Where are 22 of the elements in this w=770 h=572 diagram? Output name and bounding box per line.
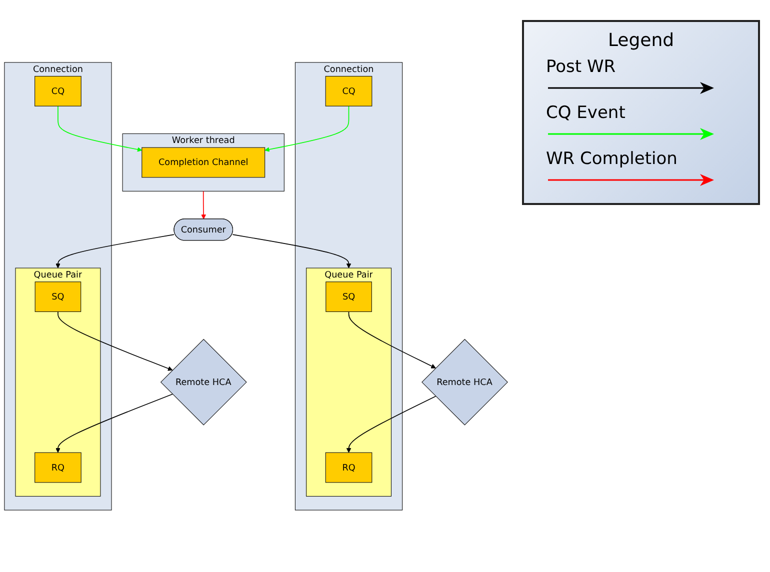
node-diamond: Remote HCA (160, 338, 247, 426)
node-box: Completion Channel (142, 147, 266, 178)
arrow (58, 311, 173, 371)
node-box: RQ (325, 452, 372, 482)
node-box: RQ (34, 452, 82, 482)
legend-text: WR Completion (546, 149, 678, 169)
node-box: CQ (34, 76, 82, 106)
arrow (264, 105, 350, 152)
arrow (56, 234, 174, 268)
legend-title: Legend (606, 30, 676, 51)
arrow (346, 396, 436, 453)
arrow (232, 234, 352, 268)
node-box: SQ (34, 281, 82, 312)
legend-text: CQ Event (546, 103, 626, 123)
node-box: SQ (326, 281, 372, 312)
arrow (201, 190, 206, 220)
arrow (56, 393, 173, 453)
legend-text: Post WR (546, 57, 617, 77)
node-box: CQ (325, 76, 372, 106)
arrow (58, 105, 142, 152)
node-diamond: Remote HCA (422, 338, 508, 426)
arrow (348, 311, 436, 368)
